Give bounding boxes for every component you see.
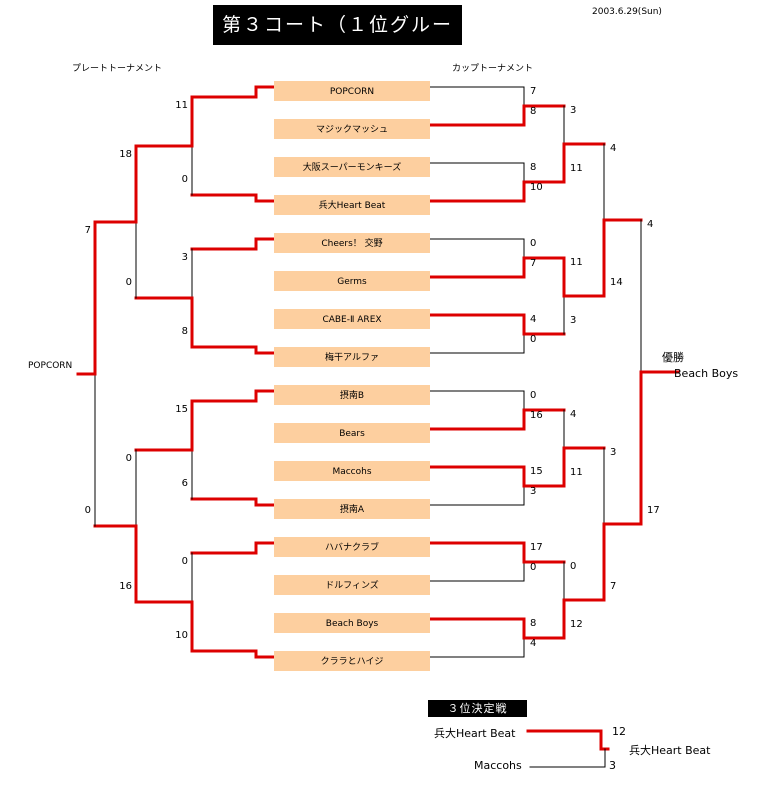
cup-score: 11 (570, 257, 583, 268)
cup-score: 4 (530, 314, 537, 325)
team-box: CABE-Ⅱ AREX (274, 309, 430, 329)
cup-score: 0 (530, 390, 537, 401)
cup-score: 3 (530, 486, 537, 497)
team-box: 兵大Heart Beat (274, 195, 430, 215)
cup-score: 3 (570, 315, 577, 326)
team-box: マジックマッシュ (274, 119, 430, 139)
plate-champion: POPCORN (28, 361, 73, 371)
team-box: 摂南B (274, 385, 430, 405)
plate-score: 11 (175, 100, 188, 111)
plate-score: 6 (181, 478, 188, 489)
cup-score: 7 (530, 258, 537, 269)
cup-score: 14 (610, 277, 623, 288)
team-box: POPCORN (274, 81, 430, 101)
cup-score: 16 (530, 410, 543, 421)
cup-score: 4 (530, 638, 537, 649)
cup-score: 3 (610, 447, 617, 458)
team-box: Maccohs (274, 461, 430, 481)
third-place-title: ３位決定戦 (428, 700, 527, 717)
plate-score: 3 (181, 252, 188, 263)
team-box: Bears (274, 423, 430, 443)
cup-score: 3 (570, 105, 577, 116)
cup-score: 4 (610, 143, 617, 154)
plate-score: 0 (181, 556, 188, 567)
team-box: Germs (274, 271, 430, 291)
team-box: 梅干アルファ (274, 347, 430, 367)
plate-tournament-label: プレートトーナメント (72, 64, 163, 74)
cup-score: 4 (570, 409, 577, 420)
team-box: Cheers！ 交野 (274, 233, 430, 253)
cup-score: 17 (530, 542, 543, 553)
page-title: 第３コート（１位グループ） (213, 5, 462, 76)
cup-score: 15 (530, 466, 543, 477)
cup-score: 11 (570, 163, 583, 174)
cup-champion: Beach Boys (674, 367, 739, 380)
cup-score: 8 (530, 618, 537, 629)
plate-score: 0 (181, 174, 188, 185)
plate-score: 0 (125, 277, 132, 288)
plate-score: 0 (125, 453, 132, 464)
cup-champion-label: 優勝 (662, 351, 684, 364)
event-date: 2003.6.29(Sun) (592, 7, 662, 17)
third-place-winner: 兵大Heart Beat (629, 744, 711, 757)
cup-score: 7 (610, 581, 617, 592)
plate-score: 8 (181, 326, 188, 337)
third-place-score-b: 3 (609, 759, 616, 772)
plate-score: 10 (175, 630, 188, 641)
cup-score: 17 (647, 505, 660, 516)
cup-score: 0 (530, 562, 537, 573)
cup-score: 11 (570, 467, 583, 478)
cup-score: 0 (530, 334, 537, 345)
plate-score: 7 (84, 225, 91, 236)
team-box: Beach Boys (274, 613, 430, 633)
cup-score: 0 (530, 238, 537, 249)
plate-score: 18 (119, 149, 132, 160)
third-place-team-a: 兵大Heart Beat (434, 727, 516, 740)
plate-score: 0 (84, 505, 91, 516)
team-box: 摂南A (274, 499, 430, 519)
cup-tournament-label: カップトーナメント (452, 64, 534, 74)
cup-score: 7 (530, 86, 537, 97)
cup-score: 8 (530, 106, 537, 117)
cup-score: 8 (530, 162, 537, 173)
team-box: ドルフィンズ (274, 575, 430, 595)
team-box: ハバナクラブ (274, 537, 430, 557)
plate-score: 16 (119, 581, 132, 592)
cup-score: 0 (570, 561, 577, 572)
cup-score: 4 (647, 219, 654, 230)
team-box: クララとハイジ (274, 651, 430, 671)
team-box: 大阪スーパーモンキーズ (274, 157, 430, 177)
cup-score: 12 (570, 619, 583, 630)
third-place-score-a: 12 (612, 725, 626, 738)
third-place-team-b: Maccohs (474, 759, 522, 772)
plate-score: 15 (175, 404, 188, 415)
cup-score: 10 (530, 182, 543, 193)
